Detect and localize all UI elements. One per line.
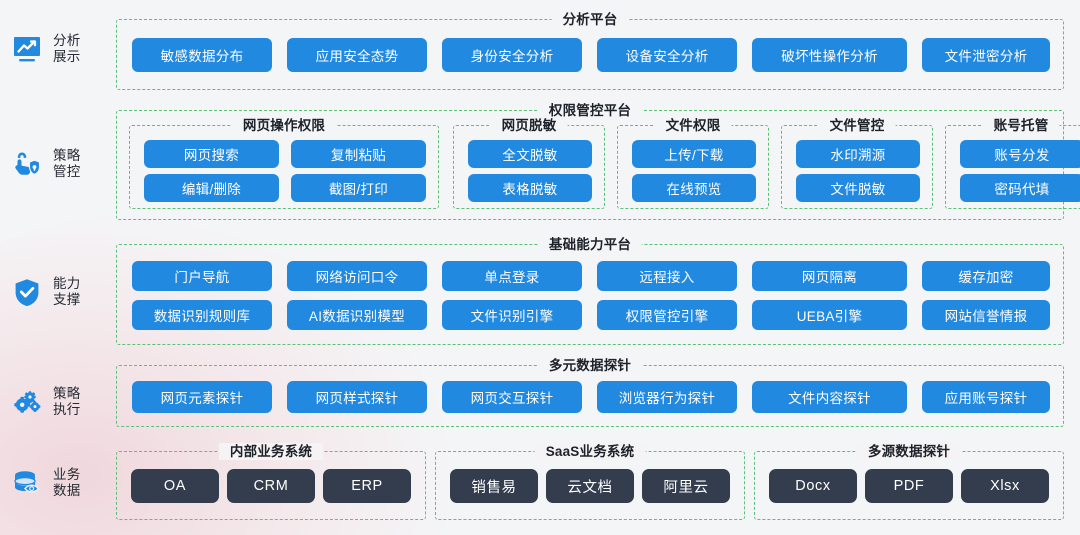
hand-shield-icon bbox=[10, 147, 44, 181]
pill-probe-5[interactable]: 应用账号探针 bbox=[922, 381, 1050, 413]
pill-source-1[interactable]: PDF bbox=[865, 469, 953, 503]
pill-capability-r1-3[interactable]: 远程接入 bbox=[597, 261, 737, 291]
rail-item-label: 策略 管控 bbox=[53, 148, 81, 179]
subsection-title: 账号托管 bbox=[982, 117, 1060, 134]
pill-analysis-2[interactable]: 身份安全分析 bbox=[442, 38, 582, 72]
pill-webmask-1[interactable]: 表格脱敏 bbox=[468, 174, 592, 202]
section-title: 多元数据探针 bbox=[537, 357, 643, 374]
pill-internal-2[interactable]: ERP bbox=[323, 469, 411, 503]
pill-capability-r1-4[interactable]: 网页隔离 bbox=[752, 261, 907, 291]
pill-capability-r1-5[interactable]: 缓存加密 bbox=[922, 261, 1050, 291]
section-title: 多源数据探针 bbox=[856, 443, 962, 460]
pill-capability-r2-2[interactable]: 文件识别引擎 bbox=[442, 300, 582, 330]
section-permission-platform: 权限管控平台 网页操作权限 网页搜索 复制粘贴 编辑/删除 截图/打印 网页脱敏… bbox=[116, 102, 1080, 220]
pill-capability-r2-3[interactable]: 权限管控引擎 bbox=[597, 300, 737, 330]
pill-internal-1[interactable]: CRM bbox=[227, 469, 315, 503]
category-rail: 分析 展示 策略 管控 能力 支撑 bbox=[0, 0, 112, 535]
pill-analysis-4[interactable]: 破坏性操作分析 bbox=[752, 38, 907, 72]
rail-item-label: 策略 执行 bbox=[53, 386, 81, 417]
pill-filectrl-1[interactable]: 文件脱敏 bbox=[796, 174, 920, 202]
gears-icon bbox=[10, 385, 44, 419]
section-title: 内部业务系统 bbox=[218, 443, 324, 460]
section-analysis-platform: 分析平台 敏感数据分布 应用安全态势 身份安全分析 设备安全分析 破坏性操作分析… bbox=[116, 11, 1064, 90]
pill-fileperm-0[interactable]: 上传/下载 bbox=[632, 140, 756, 168]
subsection-title: 网页脱敏 bbox=[490, 117, 568, 134]
pill-source-2[interactable]: Xlsx bbox=[961, 469, 1049, 503]
pill-probe-2[interactable]: 网页交互探针 bbox=[442, 381, 582, 413]
rail-item-label: 分析 展示 bbox=[53, 33, 81, 64]
section-title: SaaS业务系统 bbox=[534, 443, 646, 460]
pill-analysis-1[interactable]: 应用安全态势 bbox=[287, 38, 427, 72]
pill-internal-0[interactable]: OA bbox=[131, 469, 219, 503]
section-title: 基础能力平台 bbox=[537, 236, 643, 253]
pill-webmask-0[interactable]: 全文脱敏 bbox=[468, 140, 592, 168]
pill-analysis-0[interactable]: 敏感数据分布 bbox=[132, 38, 272, 72]
section-internal-business-system: 内部业务系统 OA CRM ERP bbox=[116, 443, 426, 520]
subsection-file-control: 文件管控 水印溯源 文件脱敏 bbox=[781, 117, 933, 209]
rail-item-capability[interactable]: 能力 支撑 bbox=[10, 275, 112, 309]
section-capability-platform: 基础能力平台 门户导航 网络访问口令 单点登录 远程接入 网页隔离 缓存加密 数… bbox=[116, 236, 1064, 345]
rail-item-label: 能力 支撑 bbox=[53, 276, 81, 307]
subsection-web-masking: 网页脱敏 全文脱敏 表格脱敏 bbox=[453, 117, 605, 209]
pill-webop-0[interactable]: 网页搜索 bbox=[144, 140, 279, 168]
section-multi-source-data-probe: 多源数据探针 Docx PDF Xlsx bbox=[754, 443, 1064, 520]
pill-probe-3[interactable]: 浏览器行为探针 bbox=[597, 381, 737, 413]
pill-analysis-3[interactable]: 设备安全分析 bbox=[597, 38, 737, 72]
pill-webop-2[interactable]: 编辑/删除 bbox=[144, 174, 279, 202]
section-title: 分析平台 bbox=[551, 11, 629, 28]
pill-capability-r2-0[interactable]: 数据识别规则库 bbox=[132, 300, 272, 330]
rail-item-label: 业务 数据 bbox=[53, 467, 81, 498]
section-title: 权限管控平台 bbox=[537, 102, 643, 119]
pill-probe-1[interactable]: 网页样式探针 bbox=[287, 381, 427, 413]
pill-saas-0[interactable]: 销售易 bbox=[450, 469, 538, 503]
pill-capability-r1-1[interactable]: 网络访问口令 bbox=[287, 261, 427, 291]
pill-probe-0[interactable]: 网页元素探针 bbox=[132, 381, 272, 413]
database-eye-icon bbox=[10, 466, 44, 500]
rail-item-business-data[interactable]: 业务 数据 bbox=[10, 466, 112, 500]
pill-saas-1[interactable]: 云文档 bbox=[546, 469, 634, 503]
pill-capability-r2-1[interactable]: AI数据识别模型 bbox=[287, 300, 427, 330]
pill-capability-r1-0[interactable]: 门户导航 bbox=[132, 261, 272, 291]
pill-capability-r2-5[interactable]: 网站信誉情报 bbox=[922, 300, 1050, 330]
pill-fileperm-1[interactable]: 在线预览 bbox=[632, 174, 756, 202]
pill-saas-2[interactable]: 阿里云 bbox=[642, 469, 730, 503]
subsection-account-hosting: 账号托管 账号分发 密码代填 bbox=[945, 117, 1080, 209]
subsection-file-permission: 文件权限 上传/下载 在线预览 bbox=[617, 117, 769, 209]
pill-capability-r2-4[interactable]: UEBA引擎 bbox=[752, 300, 907, 330]
shield-check-icon bbox=[10, 275, 44, 309]
rail-item-analysis[interactable]: 分析 展示 bbox=[10, 32, 112, 66]
subsection-title: 网页操作权限 bbox=[231, 117, 337, 134]
pill-account-1[interactable]: 密码代填 bbox=[960, 174, 1080, 202]
rail-item-policy-control[interactable]: 策略 管控 bbox=[10, 147, 112, 181]
pill-webop-3[interactable]: 截图/打印 bbox=[291, 174, 426, 202]
subsection-web-operation-permission: 网页操作权限 网页搜索 复制粘贴 编辑/删除 截图/打印 bbox=[129, 117, 439, 209]
rail-item-policy-execution[interactable]: 策略 执行 bbox=[10, 385, 112, 419]
pill-capability-r1-2[interactable]: 单点登录 bbox=[442, 261, 582, 291]
section-saas-business-system: SaaS业务系统 销售易 云文档 阿里云 bbox=[435, 443, 745, 520]
pill-probe-4[interactable]: 文件内容探针 bbox=[752, 381, 907, 413]
subsection-title: 文件权限 bbox=[654, 117, 732, 134]
section-multi-data-probe: 多元数据探针 网页元素探针 网页样式探针 网页交互探针 浏览器行为探针 文件内容… bbox=[116, 357, 1064, 427]
pill-webop-1[interactable]: 复制粘贴 bbox=[291, 140, 426, 168]
pill-analysis-5[interactable]: 文件泄密分析 bbox=[922, 38, 1050, 72]
pill-account-0[interactable]: 账号分发 bbox=[960, 140, 1080, 168]
pill-source-0[interactable]: Docx bbox=[769, 469, 857, 503]
pill-filectrl-0[interactable]: 水印溯源 bbox=[796, 140, 920, 168]
chart-analytics-icon bbox=[10, 32, 44, 66]
subsection-title: 文件管控 bbox=[818, 117, 896, 134]
